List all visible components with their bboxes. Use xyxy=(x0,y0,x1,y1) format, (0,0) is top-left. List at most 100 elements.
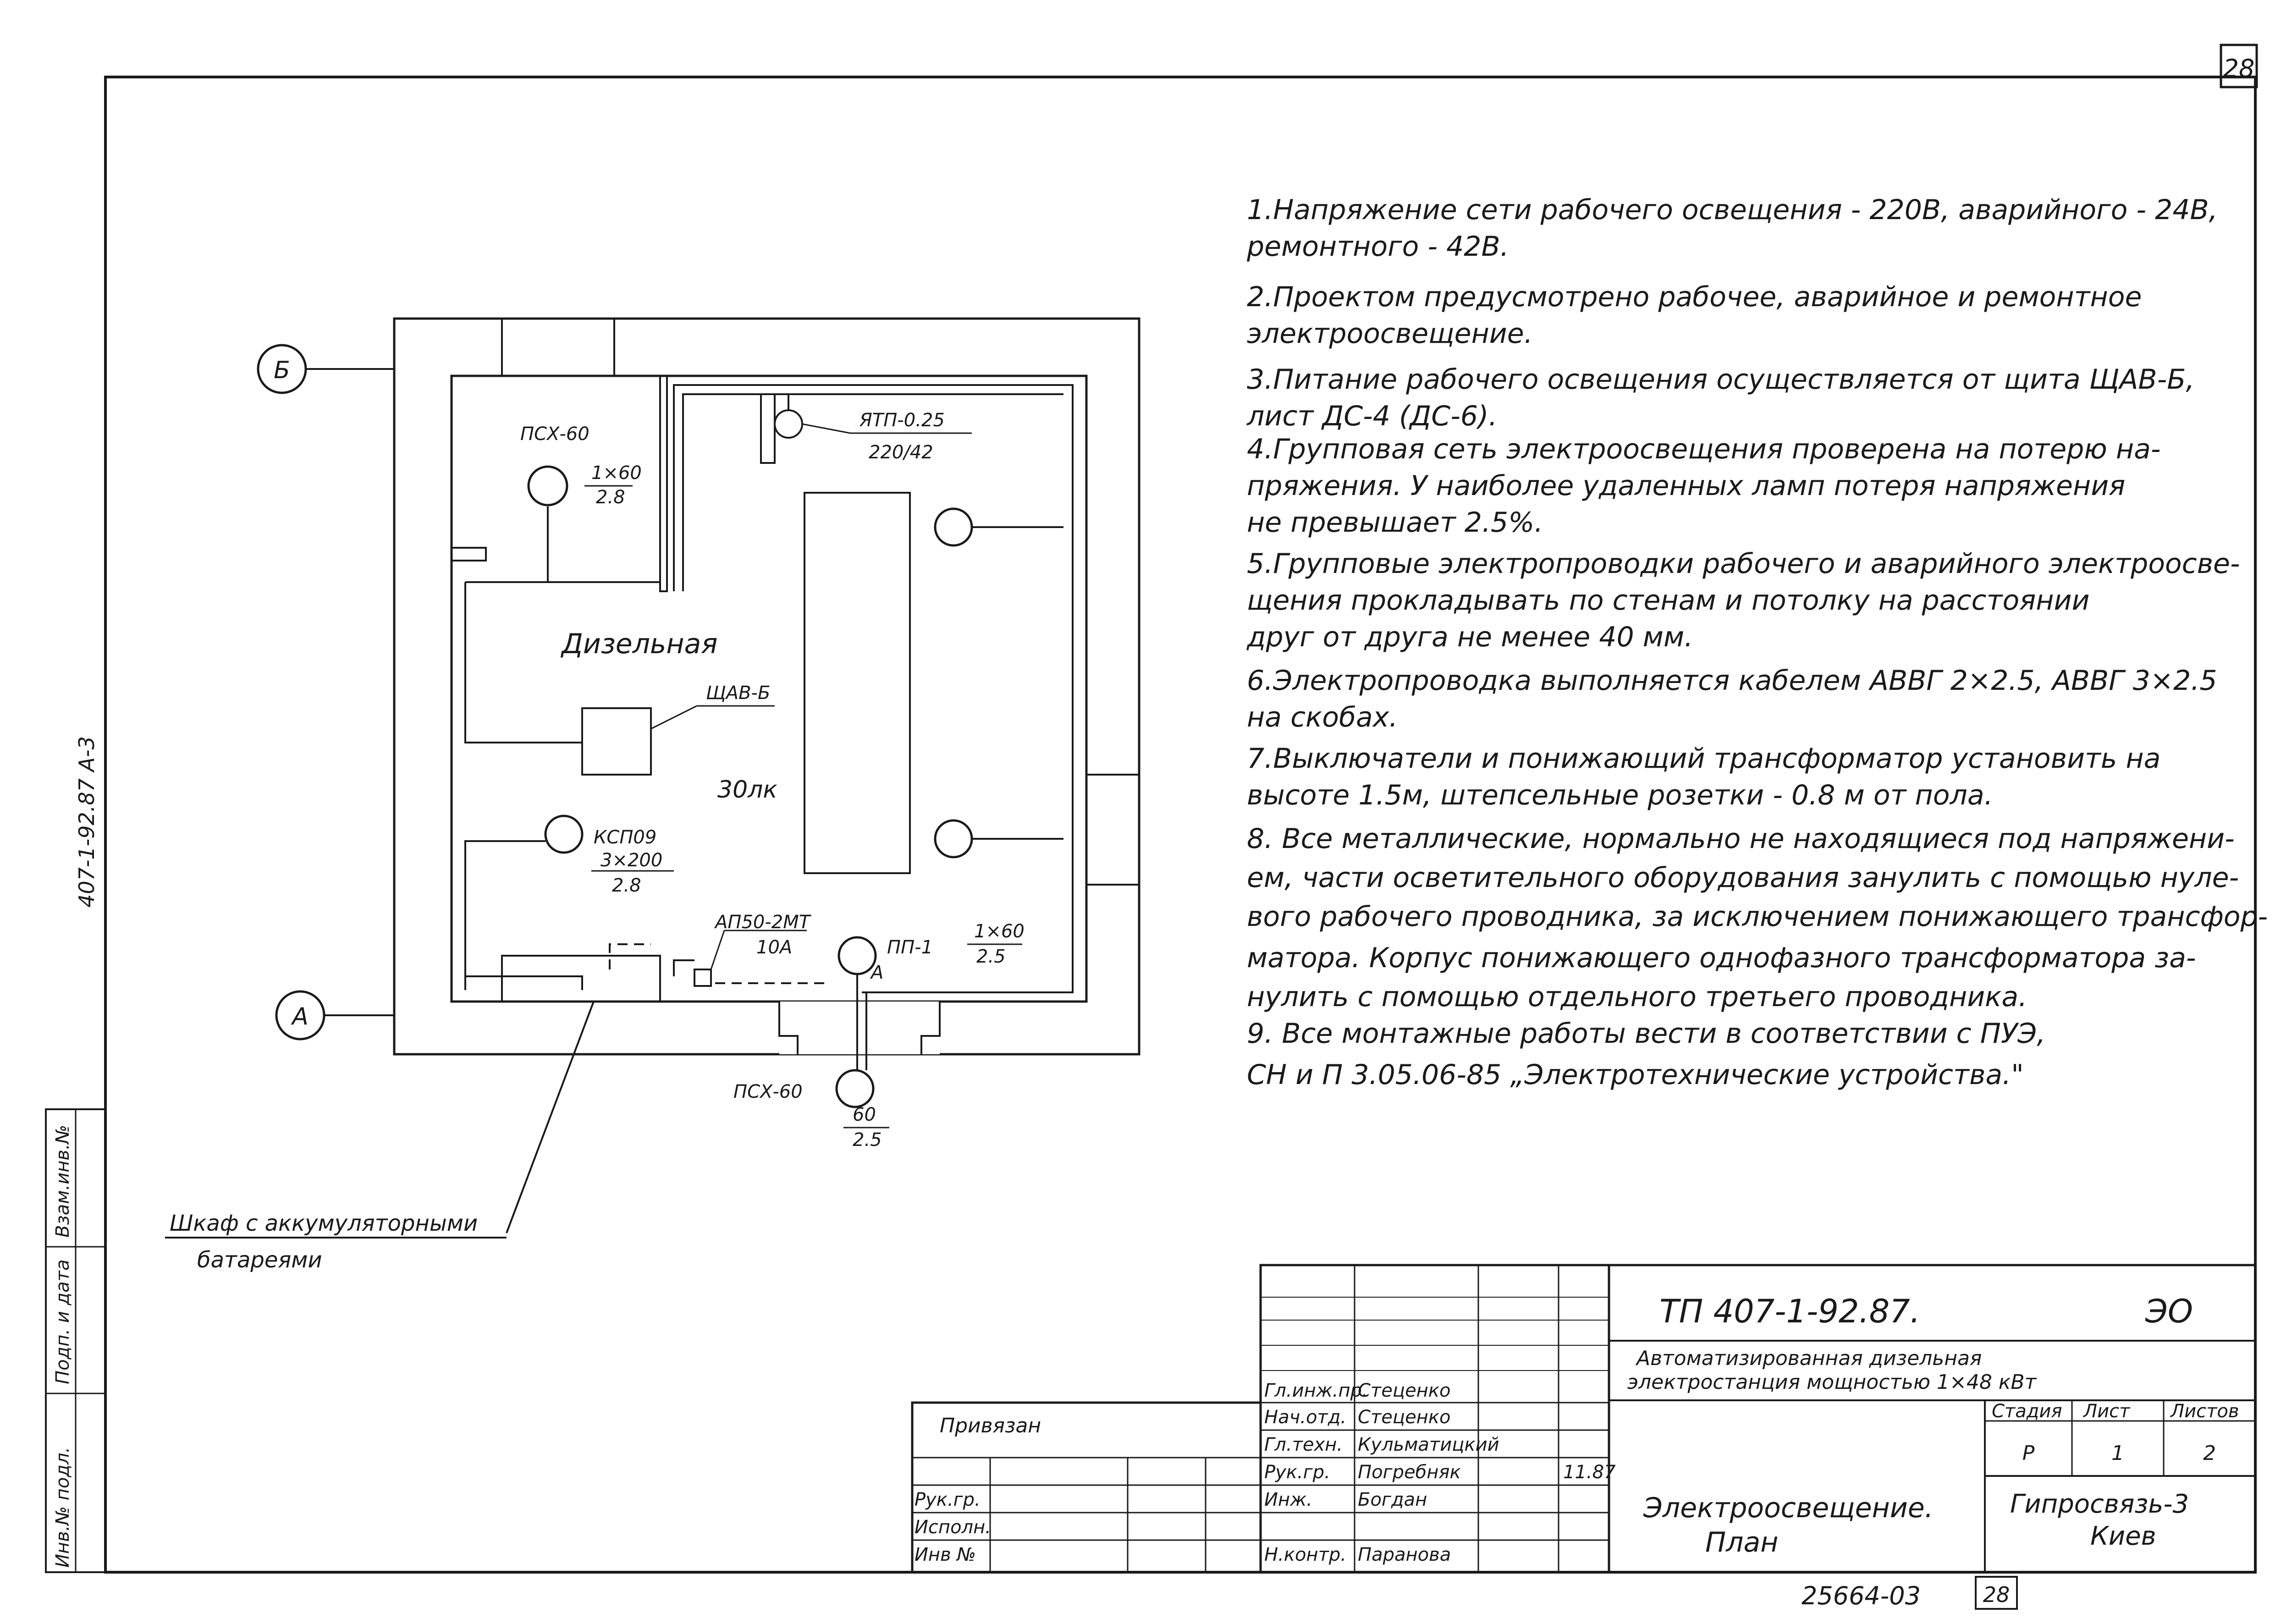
pp1-height: 2.5 xyxy=(976,946,1006,967)
switch-box xyxy=(694,969,712,987)
note-line: высоте 1.5м, штепсельные розетки - 0.8 м… xyxy=(1247,779,1993,811)
tb-role: Рук.гр. xyxy=(1264,1462,1330,1483)
battery-callout-line2: батареями xyxy=(197,1247,322,1273)
tb-org-line1: Гипросвязь-3 xyxy=(2010,1489,2189,1519)
note-line: 9. Все монтажные работы вести в соответс… xyxy=(1247,1018,2045,1050)
psx60-top-type: ПСХ-60 xyxy=(520,424,590,445)
fixture-right-lower xyxy=(934,819,973,859)
tb-role: Н.контр. xyxy=(1264,1544,1346,1565)
side-stamp: Инв.№ подл. Подп. и дата Взам.инв.№ xyxy=(45,1108,106,1573)
psx60-bottom-type: ПСХ-60 xyxy=(733,1081,803,1102)
tb-name: Богдан xyxy=(1358,1489,1427,1510)
tb-role: Гл.техн. xyxy=(1264,1434,1343,1455)
diesel-generator xyxy=(804,492,911,874)
note-line: нулить с помощью отдельного третьего про… xyxy=(1247,981,2027,1013)
psx60-bottom-height: 2.5 xyxy=(853,1129,882,1151)
note-line: на скобах. xyxy=(1247,701,1398,733)
tb-left-role: Рук.гр. xyxy=(915,1489,981,1510)
panel-box xyxy=(581,707,652,776)
tb-name: Паранова xyxy=(1358,1544,1451,1565)
tb-stage-hdr: Стадия xyxy=(1992,1401,2062,1422)
note-line: 7.Выключатели и понижающий трансформатор… xyxy=(1247,743,2160,775)
tb-name: Погребняк xyxy=(1358,1462,1461,1483)
psx60-top-height: 2.8 xyxy=(596,487,625,508)
transformer-type: ЯТП-0.25 xyxy=(859,410,945,431)
fixture-ksp xyxy=(544,815,584,854)
note-line: ремонтного - 42В. xyxy=(1246,231,1509,263)
tb-org-line2: Киев xyxy=(2090,1521,2156,1551)
tb-left-role: Инв № xyxy=(915,1544,976,1565)
transformer-symbol xyxy=(774,409,803,439)
tb-title-line1: Автоматизированная дизельная xyxy=(1635,1347,1982,1370)
panel-label: ЩАВ-Б xyxy=(706,683,770,704)
tb-sheets: 2 xyxy=(2203,1442,2216,1465)
note-line: друг от друга не менее 40 мм. xyxy=(1246,621,1693,653)
note-line: СН и П 3.05.06-85 „Электротехнические ус… xyxy=(1247,1059,2024,1091)
note-line: 8. Все металлические, нормально не наход… xyxy=(1247,823,2235,855)
corner-sheet-number: 28 xyxy=(2223,54,2255,83)
tb-sheet: 1 xyxy=(2111,1442,2124,1465)
tb-sheet-mark: ЭО xyxy=(2145,1293,2193,1330)
illuminance-label: 30лк xyxy=(717,776,777,804)
tb-sheet-hdr: Лист xyxy=(2083,1401,2131,1422)
title-block xyxy=(911,1264,2257,1574)
tb-name: Стеценко xyxy=(1358,1380,1450,1401)
tb-role: Инж. xyxy=(1264,1489,1312,1510)
switch-box-type: АП50-2МТ xyxy=(714,912,812,933)
tb-name: Кульматицкий xyxy=(1358,1434,1499,1455)
tb-name: Стеценко xyxy=(1358,1407,1450,1428)
fixture-pp1 xyxy=(837,936,877,975)
axis-label-b: Б xyxy=(274,357,290,384)
inner-wall xyxy=(450,374,1088,1003)
tb-role: Нач.отд. xyxy=(1264,1407,1346,1428)
notes-block: 1.Напряжение сети рабочего освещения - 2… xyxy=(1246,194,2268,1091)
note-line: 3.Питание рабочего освещения осуществляе… xyxy=(1247,363,2194,396)
stamp-sign-label: Подп. и дата xyxy=(52,1260,73,1384)
corner-sheet-box: 28 xyxy=(2220,44,2258,88)
psx60-bottom-load: 60 xyxy=(853,1104,876,1125)
pp1-marker: А xyxy=(870,962,883,983)
tb-drawing-line1: Электроосвещение. xyxy=(1643,1492,1934,1524)
stamp-replace-label: Взам.инв.№ xyxy=(52,1125,73,1238)
fixture-psx60-top xyxy=(527,465,568,506)
tb-role: Гл.инж.пр. xyxy=(1264,1380,1368,1401)
transformer-ratio: 220/42 xyxy=(869,442,933,463)
note-line: ем, части осветительного оборудования за… xyxy=(1247,862,2239,894)
tb-sheets-hdr: Листов xyxy=(2170,1401,2239,1422)
ksp-type: КСП09 xyxy=(594,827,656,848)
battery-callout-line1: Шкаф с аккумуляторными xyxy=(170,1211,478,1236)
tb-footer-sheet: 28 xyxy=(1983,1582,2010,1607)
outer-wall xyxy=(393,317,1140,1056)
note-line: матора. Корпус понижающего однофазного т… xyxy=(1247,942,2196,974)
note-line: 6.Электропроводка выполняется кабелем АВ… xyxy=(1247,665,2217,697)
stamp-inv-label: Инв.№ подл. xyxy=(52,1447,73,1568)
note-line: пряжения. У наиболее удаленных ламп поте… xyxy=(1247,470,2125,502)
note-line: щения прокладывать по стенам и потолку н… xyxy=(1247,584,2089,617)
tb-left-role: Исполн. xyxy=(915,1517,991,1538)
margin-code: 407-1-92.87 А-3 xyxy=(74,736,99,908)
note-line: 5.Групповые электропроводки рабочего и а… xyxy=(1247,548,2240,580)
ksp-load: 3×200 xyxy=(601,850,662,871)
note-line: вого рабочего проводника, за исключением… xyxy=(1247,901,2268,933)
tb-stage: Р xyxy=(2022,1442,2035,1465)
pp1-type: ПП-1 xyxy=(887,937,933,958)
fixture-psx60-bottom xyxy=(835,1069,875,1108)
note-line: 4.Групповая сеть электроосвещения провер… xyxy=(1247,433,2161,465)
fixture-right-upper xyxy=(934,507,973,547)
note-line: 1.Напряжение сети рабочего освещения - 2… xyxy=(1247,194,2218,226)
room-name: Дизельная xyxy=(560,628,718,660)
tb-bound: Привязан xyxy=(940,1414,1041,1437)
tb-doc-code: ТП 407-1-92.87. xyxy=(1659,1293,1920,1330)
tb-drawing-line2: План xyxy=(1705,1526,1778,1558)
axis-label-a: А xyxy=(291,1003,309,1030)
switch-box-current: 10А xyxy=(756,937,792,958)
tb-date: 11.87 xyxy=(1563,1462,1616,1483)
note-line: не превышает 2.5%. xyxy=(1247,506,1543,539)
battery-cabinet xyxy=(501,955,661,1002)
tb-title-line2: электростанция мощностью 1×48 кВт xyxy=(1627,1371,2037,1394)
tb-footer-sheet-box xyxy=(1975,1576,2018,1610)
pp1-load: 1×60 xyxy=(974,921,1025,942)
psx60-top-load: 1×60 xyxy=(591,462,642,484)
note-line: электроосвещение. xyxy=(1247,318,1533,350)
